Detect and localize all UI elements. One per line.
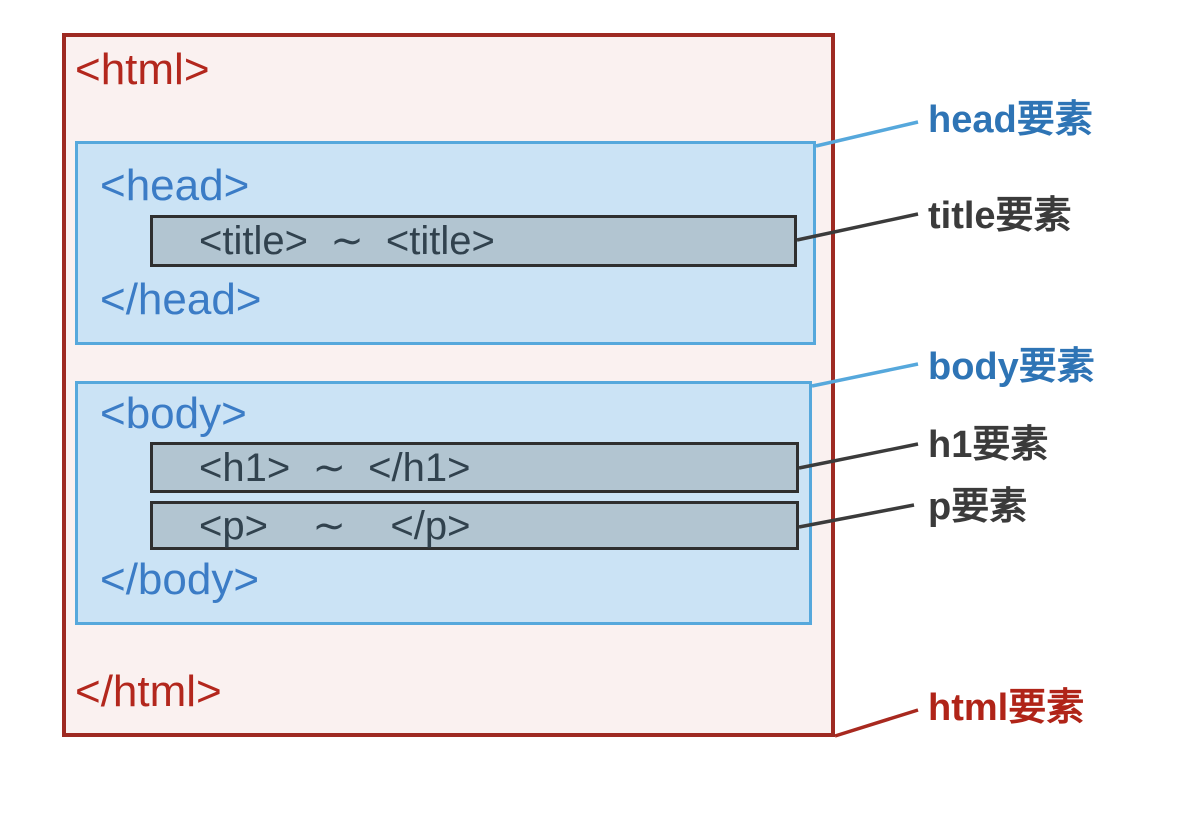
p-element-bar: <p> ∼ </p>: [150, 501, 799, 550]
title-element-text: <title> ∼ <title>: [199, 219, 495, 263]
head-open-tag: <head>: [100, 161, 250, 210]
h1-element-text: <h1> ∼ </h1>: [199, 445, 471, 490]
body-close-tag: </body>: [100, 555, 260, 604]
head-close-tag: </head>: [100, 275, 262, 324]
body-open-tag: <body>: [100, 389, 247, 438]
title-element-label: title要素: [928, 195, 1072, 237]
p-element-label: p要素: [928, 486, 1028, 528]
html-open-tag: <html>: [75, 45, 210, 94]
p-element-text: <p> ∼ </p>: [199, 503, 471, 548]
head-element-label: head要素: [928, 99, 1093, 141]
title-element-bar: <title> ∼ <title>: [150, 215, 797, 267]
h1-element-label: h1要素: [928, 424, 1049, 466]
body-element-label: body要素: [928, 346, 1095, 388]
html-element-label: html要素: [928, 687, 1085, 729]
html-close-tag: </html>: [75, 667, 222, 716]
h1-element-bar: <h1> ∼ </h1>: [150, 442, 799, 493]
html-connector-line: [834, 708, 919, 738]
